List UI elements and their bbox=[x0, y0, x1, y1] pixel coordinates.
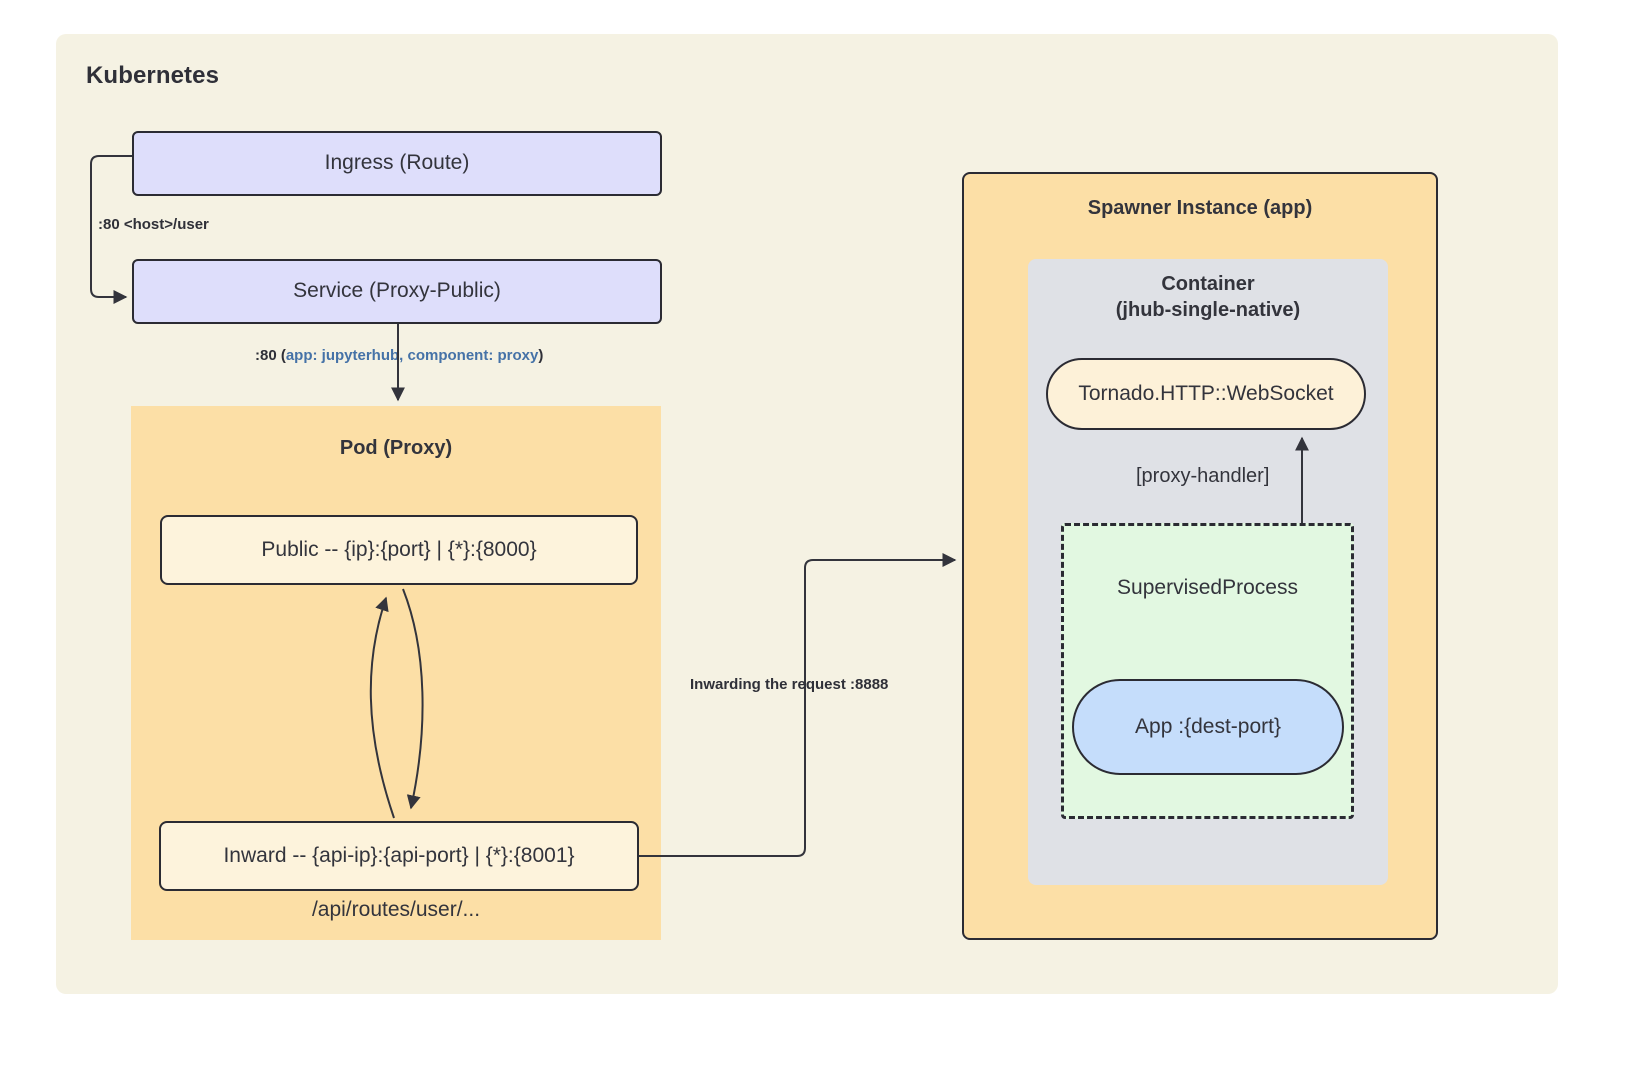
container-title-line2: (jhub-single-native) bbox=[1115, 298, 1301, 321]
node-tornado-websocket-label: Tornado.HTTP::WebSocket bbox=[1078, 381, 1334, 405]
container-title-line1: Container bbox=[1161, 273, 1255, 295]
node-proxy-inward-listener[interactable]: Inward -- {api-ip}:{api-port} | {*}:{800… bbox=[159, 821, 639, 891]
node-service-proxy-public-label: Service (Proxy-Public) bbox=[293, 279, 501, 303]
node-ingress-label: Ingress (Route) bbox=[324, 151, 470, 175]
node-proxy-public-listener[interactable]: Public -- {ip}:{port} | {*}:{8000} bbox=[160, 515, 638, 585]
pod-proxy-title: Pod (Proxy) bbox=[339, 437, 453, 459]
container-title: Container (jhub-single-native) bbox=[1028, 272, 1388, 323]
api-routes-path-label: /api/routes/user/... bbox=[311, 898, 481, 921]
edge-label-service-to-pod-suffix: ) bbox=[538, 347, 544, 364]
edge-label-inward-to-spawner: Inwarding the request :8888 bbox=[690, 676, 889, 693]
node-app-dest-port-label: App :{dest-port} bbox=[1135, 714, 1281, 738]
edge-label-service-to-pod: :80 (app: jupyterhub, component: proxy) bbox=[255, 347, 543, 364]
node-service-proxy-public[interactable]: Service (Proxy-Public) bbox=[132, 259, 662, 324]
kubernetes-cluster-title: Kubernetes bbox=[86, 62, 220, 89]
node-app-dest-port[interactable]: App :{dest-port} bbox=[1072, 679, 1344, 775]
edge-label-service-to-pod-selector: app: jupyterhub, component: proxy bbox=[285, 347, 539, 364]
supervised-process-label: SupervisedProcess bbox=[1117, 576, 1298, 599]
edge-label-service-to-pod-prefix: :80 ( bbox=[255, 347, 286, 364]
edge-label-ingress-to-service: :80 <host>/user bbox=[98, 216, 209, 233]
node-ingress[interactable]: Ingress (Route) bbox=[132, 131, 662, 196]
edge-label-proxy-handler: [proxy-handler] bbox=[1136, 465, 1270, 487]
node-proxy-inward-listener-label: Inward -- {api-ip}:{api-port} | {*}:{800… bbox=[223, 843, 575, 867]
node-proxy-public-listener-label: Public -- {ip}:{port} | {*}:{8000} bbox=[261, 537, 537, 561]
spawner-instance-title: Spawner Instance (app) bbox=[1087, 197, 1313, 219]
node-tornado-websocket[interactable]: Tornado.HTTP::WebSocket bbox=[1046, 358, 1366, 430]
